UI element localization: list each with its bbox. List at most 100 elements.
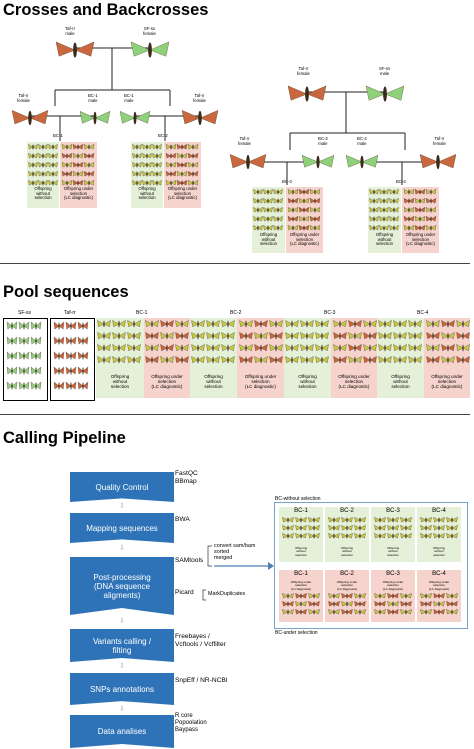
- moth-offspring: [152, 153, 162, 159]
- label-f1-tafrr: Taf-rr female: [193, 93, 206, 103]
- pool-without-label: Offspring without selection: [110, 374, 130, 389]
- moth-offspring: [38, 153, 48, 159]
- moth-offspring: [414, 225, 426, 231]
- moth-offspring: [408, 356, 422, 364]
- moth-sfss: [30, 381, 42, 390]
- moth-offspring: [426, 356, 440, 364]
- moth-offspring: [176, 144, 188, 150]
- moth-offspring: [269, 356, 283, 364]
- moth-tafrr: [65, 336, 77, 345]
- moth-offspring: [132, 153, 142, 159]
- tool-snps: SnpEff / NR-NCBI: [175, 677, 228, 684]
- moth-tafrr: [419, 154, 457, 170]
- pool-group-label: BC-3: [324, 310, 336, 316]
- moth-offspring: [446, 609, 458, 615]
- moth-offspring: [285, 356, 299, 364]
- moth-offspring: [61, 180, 73, 186]
- moth-offspring: [425, 207, 437, 213]
- moth-offspring: [295, 517, 307, 523]
- moth-offspring: [206, 332, 220, 340]
- tool-variants: Freebayes / Vcftools / Vcffilter: [175, 633, 226, 648]
- moth-offspring: [97, 320, 111, 328]
- moth-bc: [345, 154, 379, 169]
- moth-offspring: [165, 144, 177, 150]
- moth-offspring: [379, 198, 389, 204]
- pipeline-step-variants-calling: Variants calling / filting: [70, 629, 174, 662]
- moth-offspring: [403, 198, 415, 204]
- moth-sfss: [18, 381, 30, 390]
- moth-offspring: [348, 332, 362, 340]
- section-title-pool: Pool sequences: [3, 283, 129, 301]
- moth-offspring: [300, 332, 314, 340]
- moth-offspring: [348, 356, 362, 364]
- bc-card-label: BC-4: [432, 508, 446, 514]
- moth-offspring: [287, 198, 299, 204]
- moth-offspring: [145, 356, 159, 364]
- moth-offspring: [253, 189, 263, 195]
- moth-offspring: [28, 144, 38, 150]
- moth-offspring: [328, 517, 340, 523]
- moth-offspring: [378, 356, 392, 364]
- moth-offspring: [369, 225, 379, 231]
- moth-offspring: [285, 344, 299, 352]
- moth-offspring: [403, 216, 415, 222]
- bc-under-title: BC-under selection: [275, 630, 318, 636]
- moth-offspring: [112, 344, 126, 352]
- bc-card-note: Offspring under selection (LC diagnostic…: [382, 580, 404, 591]
- bc-card-label: BC-3: [386, 508, 400, 514]
- moth-offspring: [420, 593, 432, 599]
- moth-offspring: [446, 601, 458, 607]
- moth-offspring: [433, 609, 445, 615]
- bc-card-note: Offspring under selection (LC diagnostic…: [290, 580, 312, 591]
- moth-offspring: [354, 609, 366, 615]
- moth-offspring: [425, 225, 437, 231]
- pool-without-label: Offspring without selection: [204, 374, 223, 389]
- moth-offspring: [263, 207, 273, 213]
- moth-offspring: [414, 198, 426, 204]
- moth-offspring: [187, 144, 199, 150]
- moth-offspring: [38, 144, 48, 150]
- moth-offspring: [295, 533, 307, 539]
- samtools-notes: convert sam/bam sorted merged: [214, 543, 256, 561]
- pool-group-label: BC-1: [136, 310, 148, 316]
- moth-offspring: [152, 162, 162, 168]
- moth-offspring: [379, 189, 389, 195]
- moth-offspring: [387, 533, 399, 539]
- moth-offspring: [446, 533, 458, 539]
- moth-offspring: [48, 153, 58, 159]
- pipeline-step-snps-annotations: SNPs annotations: [70, 673, 174, 705]
- moth-sfss: [30, 366, 42, 375]
- moth-offspring: [298, 207, 310, 213]
- moth-offspring: [83, 162, 95, 168]
- moth-offspring: [298, 216, 310, 222]
- arrow-down-icon: ⇩: [119, 545, 125, 552]
- bc-card-note: Offspring without selection: [432, 546, 446, 557]
- arrow-down-icon: ⇩: [119, 663, 125, 670]
- pool-without-label: Offspring without selection: [391, 374, 410, 389]
- moth-offspring: [28, 153, 38, 159]
- moth-offspring: [403, 207, 415, 213]
- divider: [0, 414, 470, 415]
- moth-offspring: [221, 320, 235, 328]
- moth-offspring: [269, 332, 283, 340]
- moth-offspring: [374, 593, 386, 599]
- moth-offspring: [446, 525, 458, 531]
- moth-offspring: [254, 344, 268, 352]
- moth-offspring: [403, 225, 415, 231]
- moth-offspring: [393, 344, 407, 352]
- moth-offspring: [309, 216, 321, 222]
- moth-offspring: [393, 332, 407, 340]
- moth-offspring: [48, 144, 58, 150]
- moth-sfss: [30, 336, 42, 345]
- moth-offspring: [414, 207, 426, 213]
- arrow-down-icon: ⇩: [119, 503, 125, 510]
- moth-offspring: [379, 225, 389, 231]
- moth-offspring: [420, 525, 432, 531]
- moth-offspring: [282, 593, 294, 599]
- moth-offspring: [374, 533, 386, 539]
- moth-offspring: [254, 332, 268, 340]
- label-parent-tafrr: Taf-rr female: [297, 66, 310, 76]
- moth-tafrr: [77, 366, 89, 375]
- offspring-under-label: Offspring under selection (LC diagnostic…: [289, 232, 320, 247]
